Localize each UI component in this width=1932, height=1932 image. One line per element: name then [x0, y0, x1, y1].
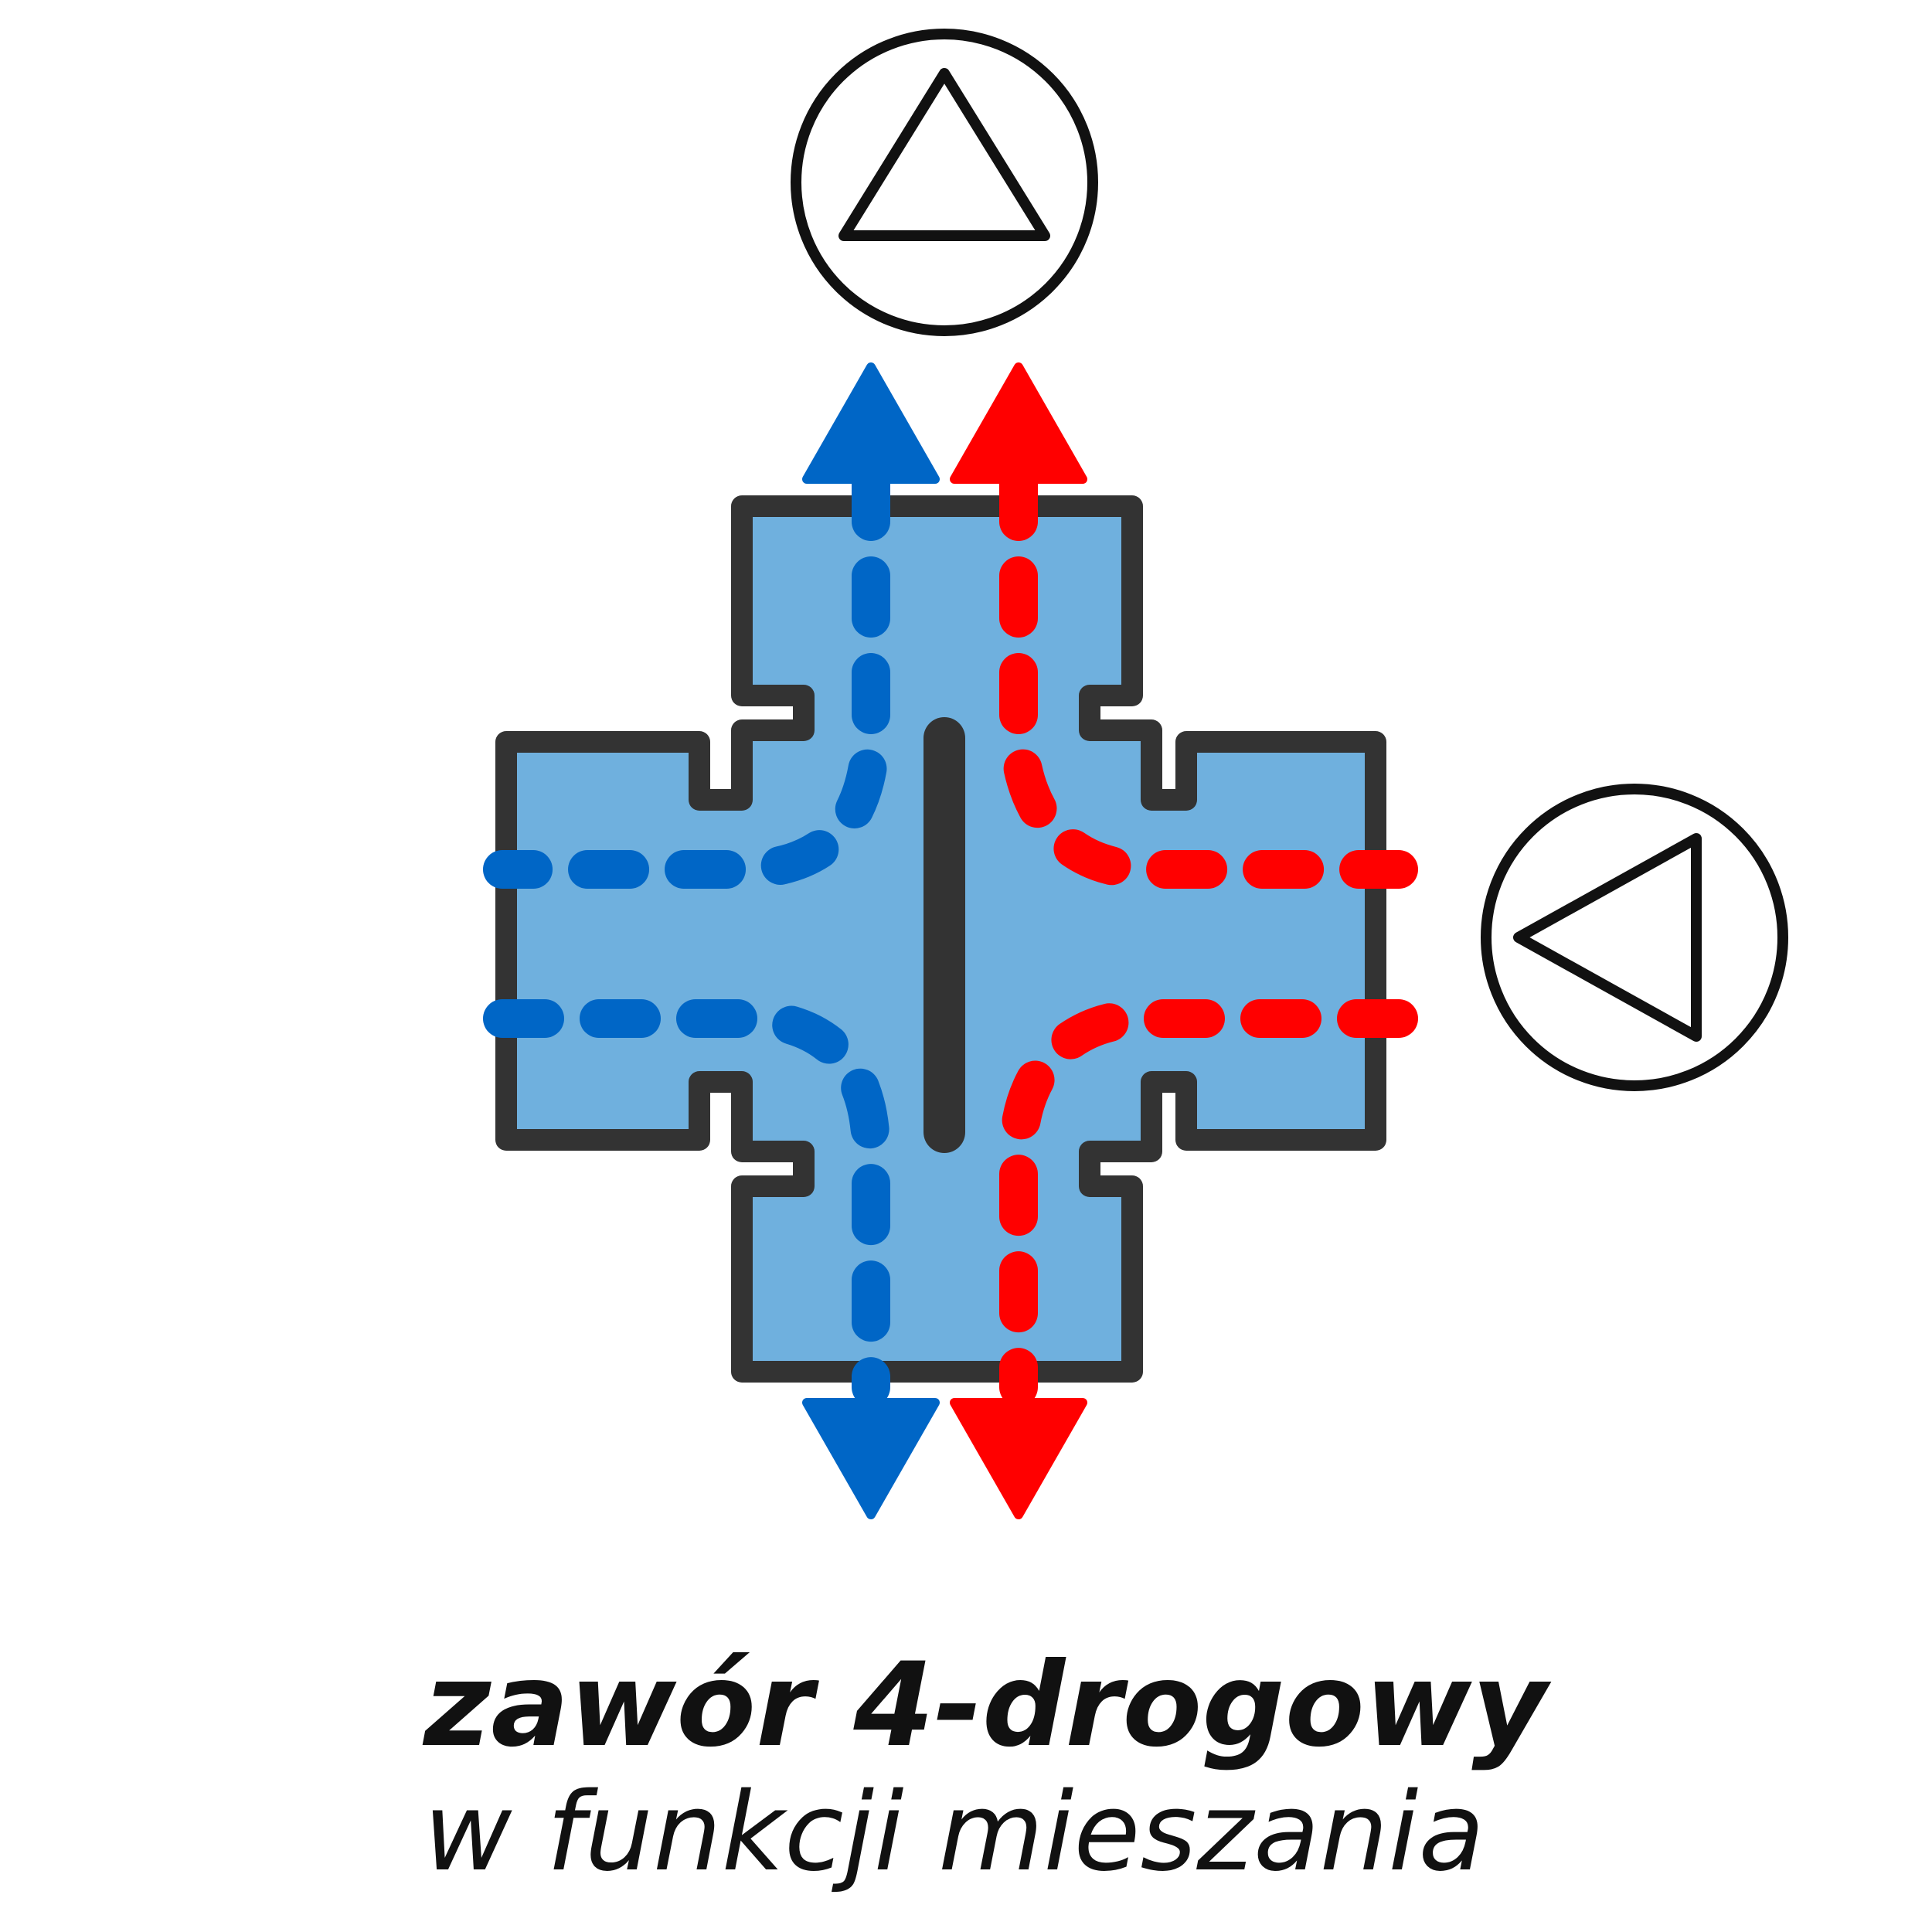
caption-title: zawór 4-drogowy [423, 1638, 1548, 1773]
pump-top-icon [791, 29, 1098, 336]
hot-arrow-up [950, 362, 1087, 484]
cold-arrow-up [802, 362, 940, 484]
cold-flow-lower [483, 999, 890, 1406]
hot-arrow-down [950, 1398, 1087, 1519]
cold-flow-paths [483, 460, 890, 1406]
pump-right-icon [1481, 784, 1788, 1091]
hot-flow-lower [999, 999, 1418, 1406]
caption-subtitle: w funkcji mieszania [423, 1770, 1485, 1896]
cold-flow-upper [483, 460, 890, 889]
cold-arrow-down [802, 1398, 940, 1519]
hot-flow-upper [999, 460, 1418, 889]
hot-flow-paths [999, 460, 1418, 1406]
